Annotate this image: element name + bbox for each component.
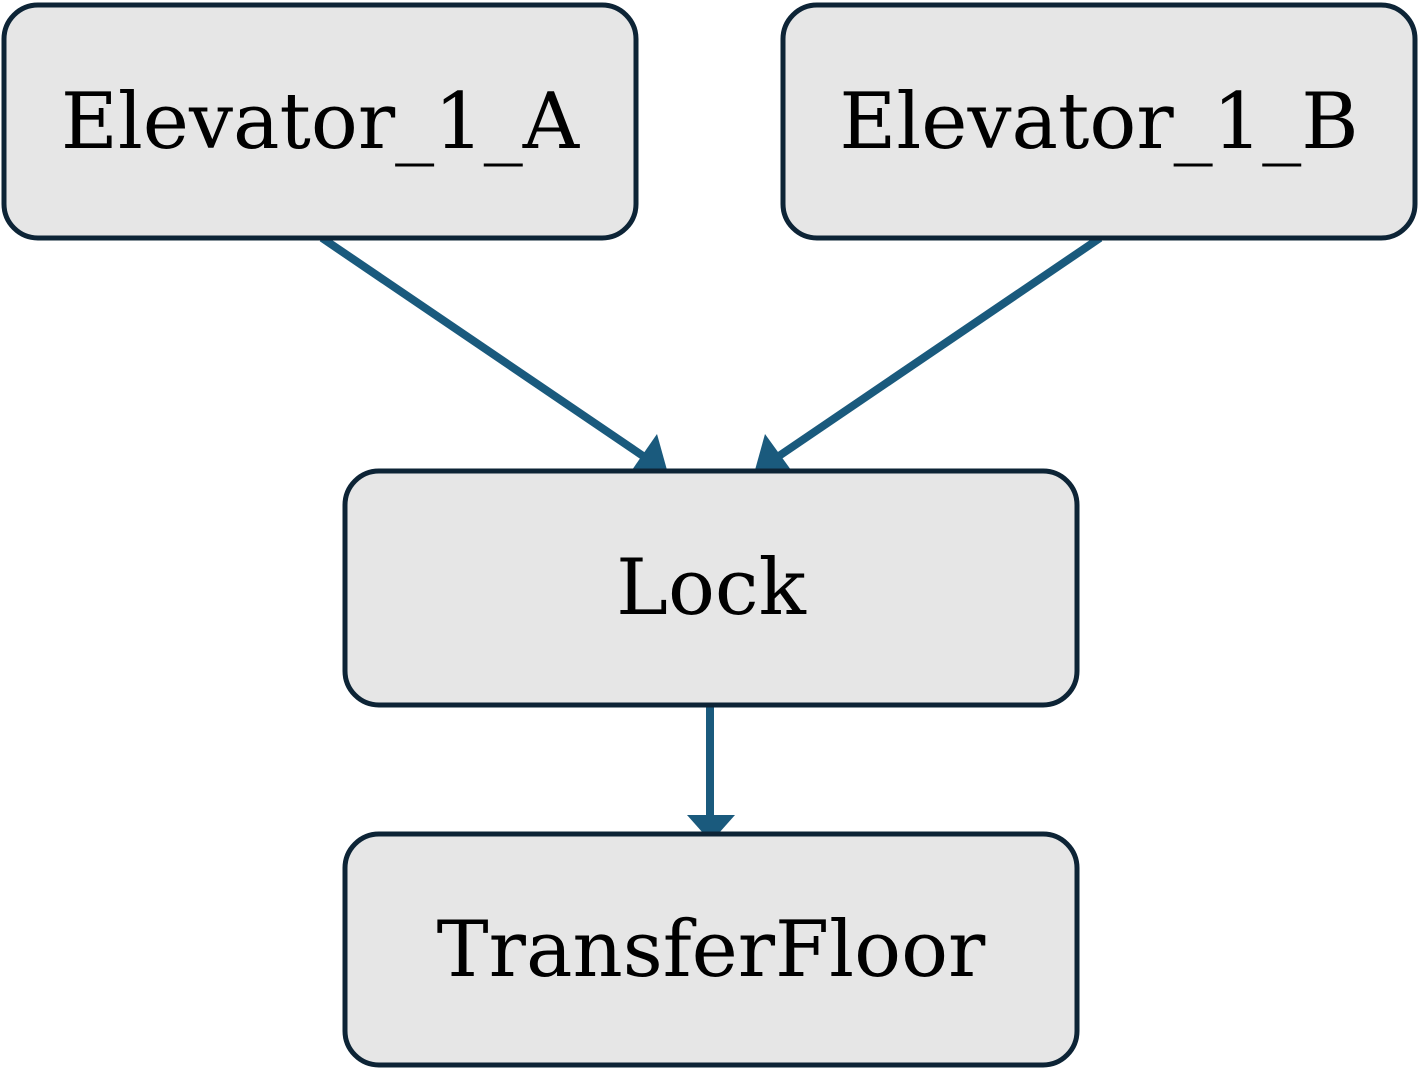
node-elevator-1-a: Elevator_1_A (1, 2, 639, 241)
node-label: Elevator_1_B (839, 77, 1358, 167)
node-elevator-1-b: Elevator_1_B (780, 2, 1418, 241)
node-label: Elevator_1_A (61, 77, 581, 167)
arrowhead-icon (687, 815, 735, 842)
edge-elevator-1-a-to-lock (319, 234, 667, 470)
edge-elevator-1-b-to-lock (755, 234, 1103, 470)
node-box (1, 2, 639, 241)
node-label: Lock (616, 543, 806, 633)
node-box (342, 831, 1080, 1068)
edges (319, 234, 1103, 842)
arrowhead-icon (755, 434, 791, 470)
node-transfer-floor: TransferFloor (342, 831, 1080, 1068)
edge-line (773, 234, 1103, 462)
arrowhead-icon (632, 434, 667, 470)
edge-line (319, 234, 649, 462)
node-label: TransferFloor (437, 905, 986, 995)
edge-lock-to-transfer-floor (687, 706, 735, 842)
node-lock: Lock (342, 468, 1080, 708)
node-box (780, 2, 1418, 241)
node-box (342, 468, 1080, 708)
